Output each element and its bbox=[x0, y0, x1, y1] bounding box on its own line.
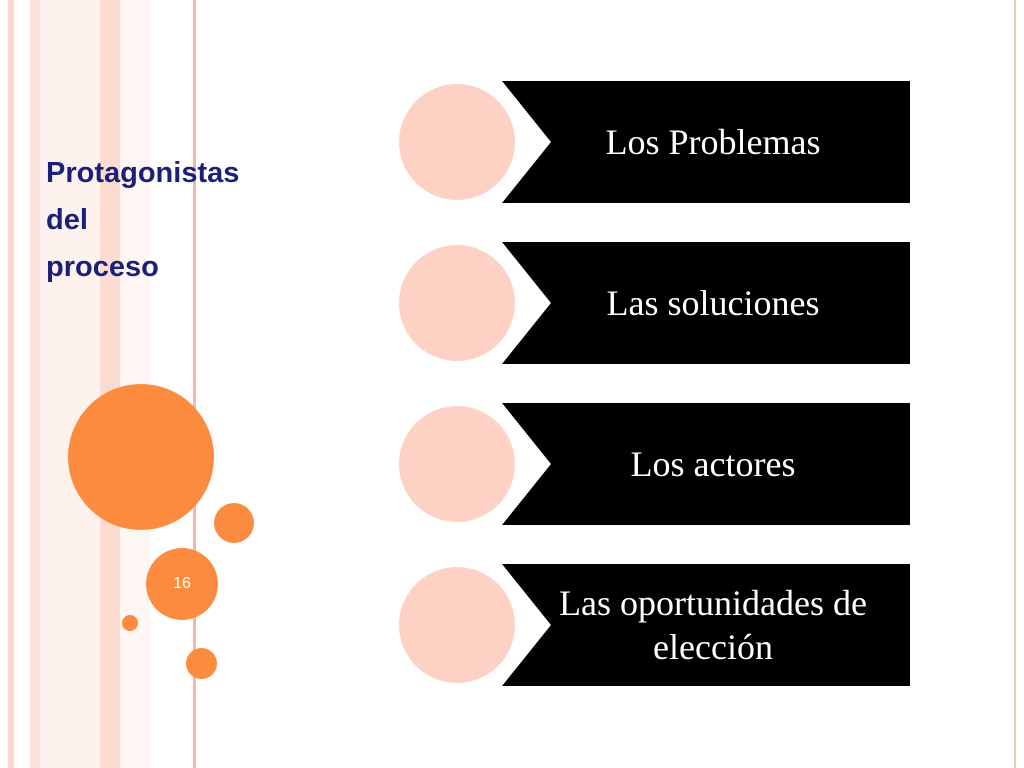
title-line-3: proceso bbox=[46, 251, 159, 283]
process-item-actors: Los actores bbox=[396, 403, 910, 525]
process-item-box: Los actores bbox=[502, 403, 910, 525]
process-item-circle bbox=[396, 242, 518, 364]
left-decorative-band bbox=[0, 0, 196, 768]
slide-title: Protagonistas del proceso bbox=[46, 150, 326, 291]
process-item-circle bbox=[396, 81, 518, 203]
process-item-circle bbox=[396, 564, 518, 686]
decorative-circle-small-2 bbox=[186, 648, 217, 679]
decorative-circle-large bbox=[68, 384, 214, 530]
page-number-badge: 16 bbox=[146, 548, 218, 620]
title-line-1: Protagonistas bbox=[46, 157, 240, 189]
title-line-2: del bbox=[46, 204, 88, 236]
process-item-problems: Los Problemas bbox=[396, 81, 910, 203]
process-item-solutions: Las soluciones bbox=[396, 242, 910, 364]
process-item-box: Los Problemas bbox=[502, 81, 910, 203]
decorative-circle-medium bbox=[214, 503, 254, 543]
right-border-line bbox=[1014, 0, 1016, 768]
process-item-box: Las oportunidades de elección bbox=[502, 564, 910, 686]
process-item-circle bbox=[396, 403, 518, 525]
decorative-circle-small bbox=[122, 615, 138, 631]
process-item-box: Las soluciones bbox=[502, 242, 910, 364]
process-item-opportunities: Las oportunidades de elección bbox=[396, 564, 910, 686]
